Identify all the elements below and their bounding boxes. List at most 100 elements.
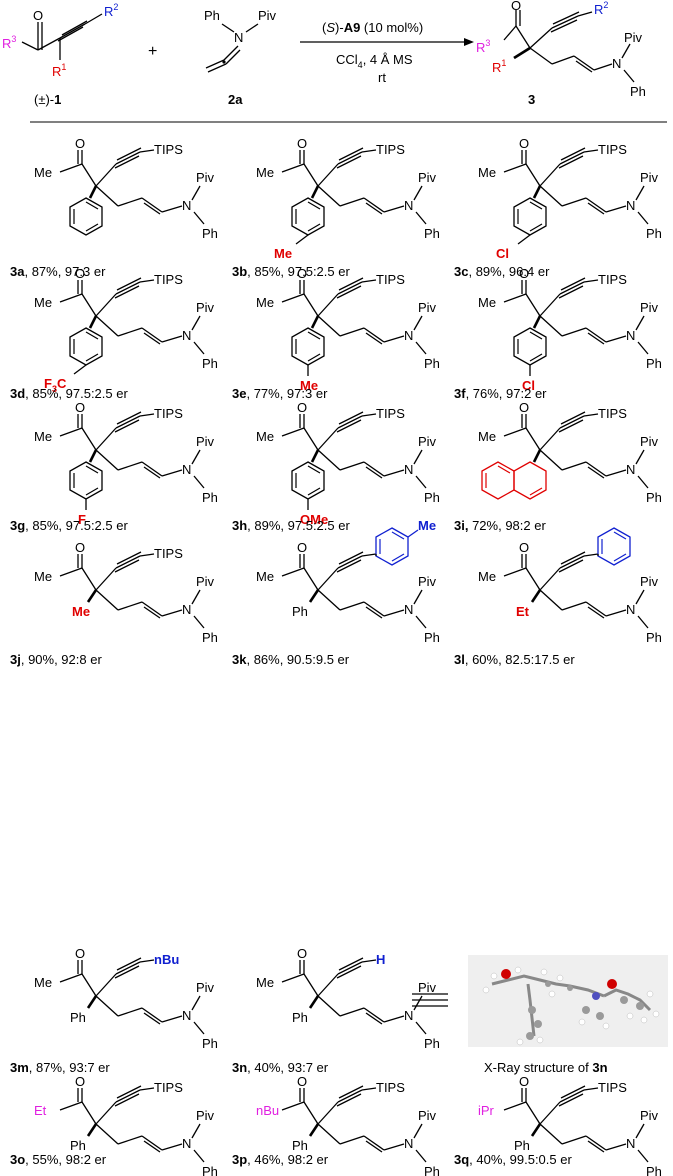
svg-text:N: N (612, 56, 621, 71)
atom-oxygen: O (519, 266, 529, 281)
phenyl-label: Ph (424, 356, 440, 371)
solvent-label: CCl4, 4 Å MS (336, 52, 413, 70)
carbonyl-substituent: iPr (478, 1103, 495, 1118)
ring-substituent: Cl (522, 378, 535, 393)
temperature-label: rt (378, 70, 386, 85)
phenyl-label: Ph (202, 1164, 218, 1176)
atom-nitrogen: N (404, 462, 413, 477)
carbonyl-substituent: Me (256, 429, 274, 444)
atom-nitrogen: N (404, 198, 413, 213)
r1-substituent: Et (516, 604, 530, 619)
atom-oxygen: O (75, 266, 85, 281)
product-r3-label: R3 (476, 38, 490, 55)
atom-oxygen: O (297, 136, 307, 151)
carbonyl-substituent: Et (34, 1103, 47, 1118)
atom-oxygen: O (519, 1074, 529, 1089)
phenyl-label: Ph (424, 226, 440, 241)
phenyl-label: Ph (646, 356, 662, 371)
atom-oxygen: O (519, 400, 529, 415)
r1-substituent: Me (72, 604, 90, 619)
carbonyl-substituent: Me (256, 975, 274, 990)
alkyne-substituent: TIPS (154, 1080, 183, 1095)
compound-label-3n: 3n, 40%, 93:7 er (232, 1060, 329, 1075)
piv-label: Piv (640, 300, 659, 315)
r1-substituent: Ph (292, 1010, 308, 1025)
phenyl-label: Ph (202, 226, 218, 241)
r1-substituent: Ph (292, 604, 308, 619)
atom-oxygen: O (297, 266, 307, 281)
phenyl-label: Ph (646, 226, 662, 241)
phenyl-label: Ph (202, 630, 218, 645)
phenyl-label: Ph (202, 490, 218, 505)
product-general: O R3 R1 R2 N Piv Ph 3 (476, 0, 646, 107)
r1-substituent: Ph (70, 1010, 86, 1025)
product-r2-label: R2 (594, 0, 608, 17)
phenyl-label: Ph (424, 1036, 440, 1051)
alkyne-substituent: TIPS (598, 406, 627, 421)
carbonyl-substituent: nBu (256, 1103, 279, 1118)
compound-label-3a: 3a, 87%, 97:3 er (10, 264, 106, 279)
phenyl-label: Ph (424, 1164, 440, 1176)
atom-oxygen: O (75, 136, 85, 151)
ring-substituent: Me (274, 246, 292, 261)
r1-label: R1 (52, 62, 66, 79)
atom-nitrogen: N (182, 602, 191, 617)
atom-nitrogen: N (626, 198, 635, 213)
carbonyl-substituent: Me (34, 429, 52, 444)
piv-label: Piv (196, 434, 215, 449)
compound-label-3h: 3h, 89%, 97.5:2.5 er (232, 518, 350, 533)
svg-text:Piv: Piv (624, 30, 643, 45)
reactant-2-label: 2a (228, 92, 243, 107)
alkyne-substituent: TIPS (598, 272, 627, 287)
carbonyl-substituent: Me (256, 295, 274, 310)
atom-oxygen: O (75, 946, 85, 961)
piv-label: Piv (196, 1108, 215, 1123)
atom-oxygen: O (519, 136, 529, 151)
carbonyl-substituent: Me (34, 165, 52, 180)
compound-label-3m: 3m, 87%, 93:7 er (10, 1060, 110, 1075)
atom-nitrogen: N (404, 328, 413, 343)
compound-label-3i: 3i, 72%, 98:2 er (454, 518, 546, 533)
alkyne-substituent: TIPS (154, 272, 183, 287)
piv-label: Piv (196, 574, 215, 589)
r1-substituent: Ph (70, 1138, 86, 1153)
plus-sign: + (148, 43, 157, 60)
atom-nitrogen: N (182, 198, 191, 213)
piv-label: Piv (640, 574, 659, 589)
phenyl-label: Ph (646, 630, 662, 645)
svg-text:N: N (234, 30, 243, 45)
piv-label: Piv (418, 980, 437, 995)
ring-substituent: OMe (300, 512, 328, 527)
piv-label: Piv (640, 1108, 659, 1123)
carbonyl-substituent: Me (478, 165, 496, 180)
atom-nitrogen: N (182, 462, 191, 477)
compound-label-3q: 3q, 40%, 99.5:0.5 er (454, 1152, 572, 1167)
alkyne-substituent: TIPS (154, 406, 183, 421)
product-r1-label: R1 (492, 58, 506, 75)
reactant-1: O R3 R1 R2 (±)-1 (2, 2, 118, 107)
phenyl-label: Ph (646, 490, 662, 505)
r1-substituent: Ph (292, 1138, 308, 1153)
svg-text:O: O (511, 0, 521, 13)
svg-text:Piv: Piv (258, 8, 277, 23)
compound-label-3c: 3c, 89%, 96:4 er (454, 264, 550, 279)
compound-label-3o: 3o, 55%, 98:2 er (10, 1152, 107, 1167)
phenyl-label: Ph (424, 490, 440, 505)
compound-label-3p: 3p, 46%, 98:2 er (232, 1152, 329, 1167)
carbonyl-substituent: Me (34, 569, 52, 584)
atom-nitrogen: N (626, 1136, 635, 1151)
ring-substituent: F (78, 512, 86, 527)
atom-nitrogen: N (182, 1136, 191, 1151)
compound-label-3b: 3b, 85%, 97.5:2.5 er (232, 264, 350, 279)
atom-nitrogen: N (182, 1008, 191, 1023)
